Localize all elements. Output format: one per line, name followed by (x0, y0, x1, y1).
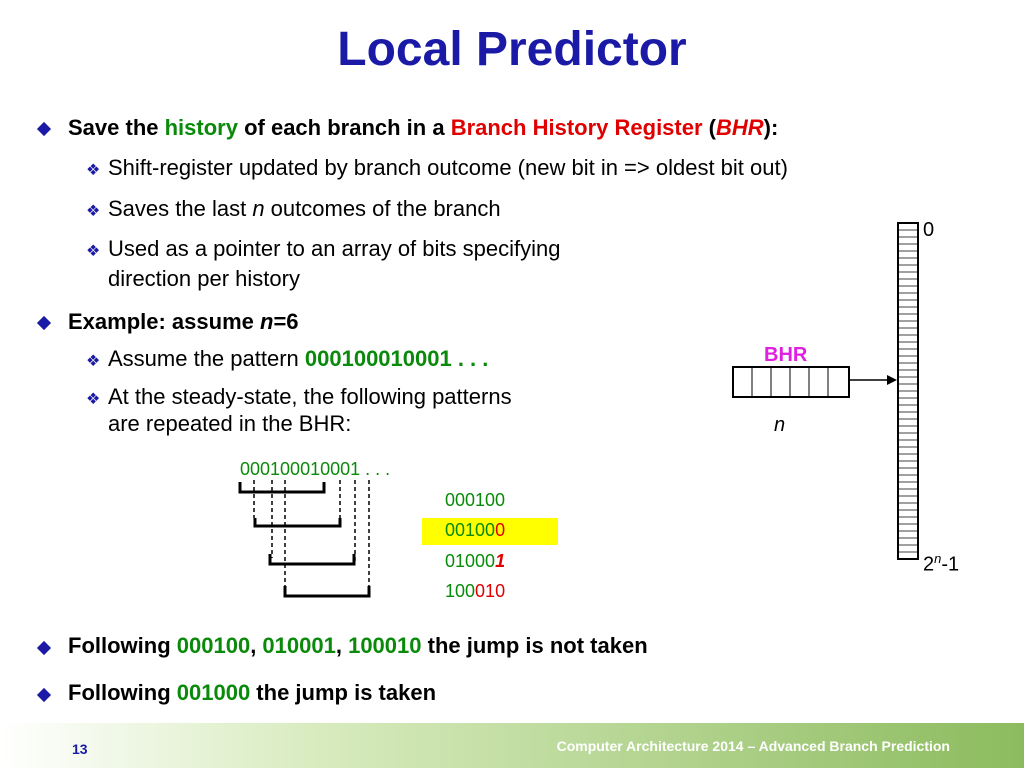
text-fragment: Saves the last (108, 196, 253, 221)
window-bracket (238, 482, 326, 494)
bullet-not-taken: Following 000100, 010001, 100010 the jum… (68, 633, 648, 659)
sub-bullet-icon: ❖ (86, 162, 101, 179)
bullet-example: Example: assume n=6 (68, 309, 299, 335)
pattern-2: 001000 (445, 520, 505, 541)
text-fragment: Following (68, 633, 177, 658)
window-bracket (253, 518, 342, 528)
text-fragment: Following (68, 680, 177, 705)
footer-text: Computer Architecture 2014 – Advanced Br… (556, 738, 950, 754)
sub-bullet-icon: ❖ (86, 391, 101, 408)
footer-bar (0, 723, 1024, 768)
sub-saves-last: Saves the last n outcomes of the branch (108, 196, 501, 222)
text-fragment: =6 (273, 309, 299, 334)
pattern-highlight (422, 518, 558, 545)
sub-assume-pattern: Assume the pattern 000100010001 . . . (108, 346, 488, 372)
array-index-bottom: 2n-1 (923, 551, 959, 577)
bhr-register (732, 366, 850, 398)
text-exponent: n (934, 551, 942, 566)
text-fragment: the jump is taken (250, 680, 437, 705)
bhr-label: BHR (764, 344, 808, 366)
slide-title: Local Predictor (337, 23, 687, 76)
text-pattern: 000100 (176, 633, 251, 658)
text-new-bits: 010 (475, 581, 506, 601)
text-pattern: 000100010001 . . . (304, 346, 489, 371)
sub-pointer-line2: direction per history (108, 266, 300, 291)
bullet-diamond-icon (36, 640, 52, 656)
bullet-diamond-icon (36, 687, 52, 703)
sub-steady-line1: At the steady-state, the following patte… (108, 384, 512, 409)
sequence-text: 000100010001 . . . (240, 459, 391, 479)
sub-bullet-icon: ❖ (86, 203, 101, 220)
text-pattern: 010001 (262, 633, 336, 658)
sub-bullet-icon: ❖ (86, 243, 101, 260)
text-new-bit: 0 (495, 520, 506, 540)
page-number: 13 (72, 741, 88, 757)
text-fragment: -1 (941, 553, 960, 576)
bullet-diamond-icon (36, 315, 52, 331)
bullet-diamond-icon (36, 121, 52, 137)
text-fragment: 2 (923, 553, 935, 576)
text-fragment: Assume the pattern (108, 346, 305, 371)
text-fragment: ): (763, 115, 779, 140)
text-fragment: ( (702, 115, 716, 140)
pattern-4: 100010 (445, 581, 505, 602)
text-fragment: , (335, 633, 349, 658)
text-pattern: 001000 (176, 680, 251, 705)
bullet-taken: Following 001000 the jump is taken (68, 680, 436, 706)
text-n: n (259, 309, 274, 334)
text-bhr-abbr: BHR (716, 115, 764, 140)
text-fragment: outcomes of the branch (264, 196, 501, 221)
pattern-1: 000100 (445, 490, 506, 510)
pointer-arrow (849, 375, 897, 385)
text-fragment: of each branch in a (237, 115, 451, 140)
pattern-3: 010001 (445, 551, 505, 572)
window-brackets (238, 480, 371, 598)
text-bhr-full: Branch History Register (450, 115, 703, 140)
text-fragment: 00100 (445, 520, 496, 540)
sub-pointer-line1: Used as a pointer to an array of bits sp… (108, 236, 561, 261)
text-fragment: , (250, 633, 263, 658)
text-fragment: Save the (68, 115, 165, 140)
sub-steady-line2: are repeated in the BHR: (108, 411, 352, 436)
sub-shift-register: Shift-register updated by branch outcome… (108, 155, 788, 180)
window-bracket (268, 554, 356, 566)
array-index-top: 0 (923, 219, 935, 241)
text-history: history (164, 115, 238, 140)
bullet-save-history: Save the history of each branch in a Bra… (68, 115, 778, 141)
text-new-bit: 1 (495, 551, 506, 571)
text-n: n (252, 196, 265, 221)
text-fragment: 100 (445, 581, 476, 601)
window-bracket (283, 586, 371, 598)
n-label: n (774, 414, 786, 436)
text-fragment: the jump is not taken (421, 633, 648, 658)
text-pattern: 100010 (348, 633, 422, 658)
text-fragment: Example: assume (68, 309, 260, 334)
bit-array (897, 222, 919, 560)
sub-bullet-icon: ❖ (86, 353, 101, 370)
text-fragment: 01000 (445, 551, 496, 571)
